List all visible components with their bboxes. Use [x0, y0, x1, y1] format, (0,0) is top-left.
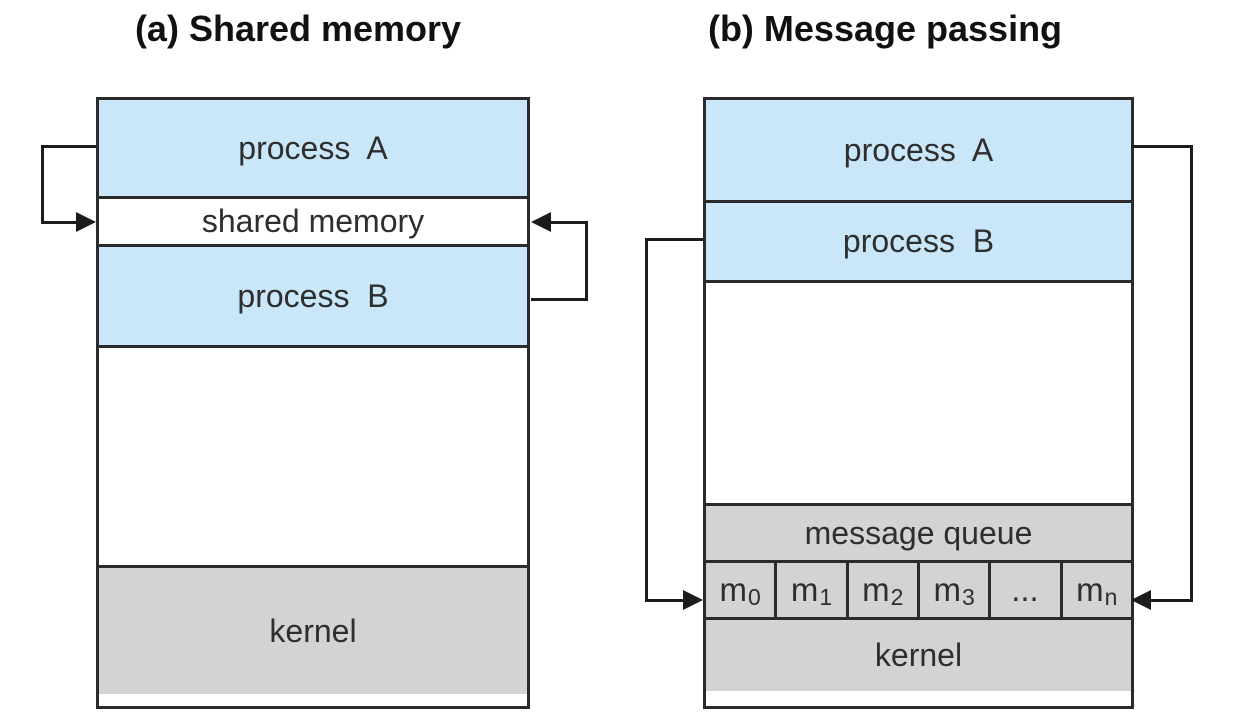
arrow-a-right-arrowhead-icon: [531, 212, 551, 232]
message-queue-band: message queue: [706, 503, 1131, 560]
kernel-band: kernel: [99, 565, 527, 694]
arrow-a-right-bottom-segment: [531, 298, 588, 301]
diagram-b-title: (b) Message passing: [707, 8, 1063, 49]
message-cell-sub: 2: [890, 584, 904, 610]
arrow-a-left-arrowhead-icon: [76, 212, 96, 232]
message-cell-sub: n: [1104, 584, 1118, 610]
message-cell-ellipsis: ...: [988, 563, 1060, 617]
shared-memory-label: shared memory: [201, 203, 425, 239]
kernel-label: kernel: [269, 612, 357, 649]
arrow-b-left-arrowhead-icon: [683, 590, 703, 610]
shared-memory-band: shared memory: [99, 196, 527, 244]
process-a-label: process A: [238, 129, 388, 166]
arrow-a-left-bottom-segment: [41, 221, 78, 224]
message-cell-sub: 0: [748, 584, 761, 610]
empty-region: [706, 280, 1131, 503]
arrow-b-right-bottom-segment: [1151, 599, 1193, 602]
diagram-a-box: process A shared memory process B kernel: [96, 97, 530, 709]
arrow-a-left-vertical-segment: [41, 145, 44, 224]
diagram-a-title: (a) Shared memory: [134, 8, 462, 49]
arrow-a-right-vertical-segment: [585, 223, 588, 301]
process-a-band: process A: [99, 100, 527, 196]
message-cell-sub: 3: [962, 584, 975, 610]
process-a-band: process A: [706, 100, 1131, 200]
arrow-b-right-top-segment: [1131, 145, 1193, 148]
message-cell-base: m: [862, 571, 890, 608]
arrow-a-right-top-segment: [551, 221, 588, 224]
arrow-b-left-top-segment: [645, 238, 703, 241]
message-queue-label: message queue: [804, 514, 1033, 551]
process-b-label: process B: [842, 223, 995, 259]
process-a-label: process A: [843, 131, 994, 168]
arrow-a-left-top-segment: [41, 145, 96, 148]
message-cell-base: ...: [1011, 571, 1039, 608]
message-cell-base: m: [933, 571, 962, 608]
process-b-band: process B: [706, 200, 1131, 280]
arrow-b-left-vertical-segment: [645, 238, 648, 602]
message-cell-base: m: [1076, 571, 1104, 608]
kernel-band: kernel: [706, 617, 1131, 691]
message-cell-base: m: [719, 571, 748, 608]
arrow-b-right-arrowhead-icon: [1131, 590, 1151, 610]
arrow-b-left-bottom-segment: [645, 599, 683, 602]
arrow-b-right-vertical-segment: [1190, 145, 1193, 602]
kernel-label: kernel: [874, 637, 963, 673]
empty-region: [99, 345, 527, 565]
process-b-label: process B: [237, 277, 389, 314]
message-cell-sub: 1: [819, 584, 833, 610]
message-cell-base: m: [790, 571, 819, 608]
process-b-band: process B: [99, 244, 527, 345]
